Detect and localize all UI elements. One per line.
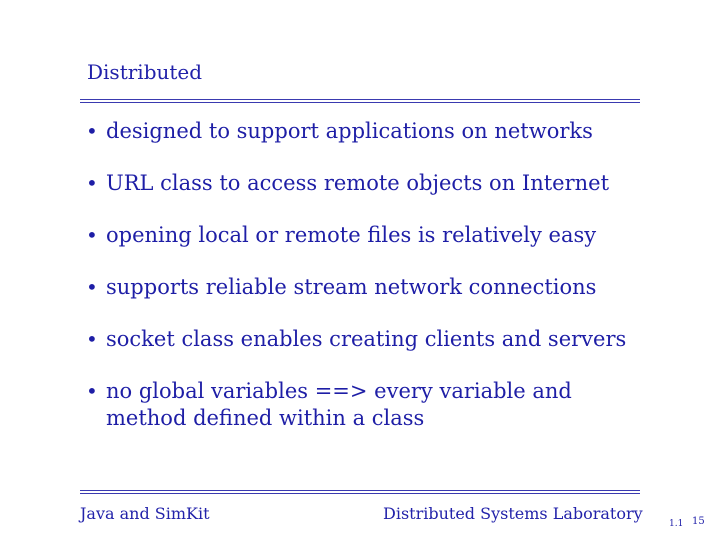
bullet-item: • no global variables ==> every variable… <box>86 378 696 432</box>
bullet-item: • socket class enables creating clients … <box>86 326 696 353</box>
bullet-item: • opening local or remote files is relat… <box>86 222 696 249</box>
bullet-text: socket class enables creating clients an… <box>106 327 627 351</box>
bullet-text: opening local or remote files is relativ… <box>106 223 597 247</box>
bullet-item: • URL class to access remote objects on … <box>86 170 696 197</box>
bullet-text: designed to support applications on netw… <box>106 119 593 143</box>
bullet-item: • supports reliable stream network conne… <box>86 274 696 301</box>
bullet-item: • designed to support applications on ne… <box>86 118 696 145</box>
footer-lab-name: Distributed Systems Laboratory <box>383 504 643 523</box>
bullet-text: URL class to access remote objects on In… <box>106 171 610 195</box>
bullet-dot: • <box>86 171 98 195</box>
footer-page-number: 15 <box>692 516 705 527</box>
footer-course-title: Java and SimKit <box>80 504 210 523</box>
bullet-text: supports reliable stream network connect… <box>106 275 597 299</box>
bullet-text-continuation: method defined within a class <box>106 406 425 430</box>
footer-section-ref: 1.1 <box>669 519 684 529</box>
bullet-text: no global variables ==> every variable a… <box>106 379 572 403</box>
bullet-dot: • <box>86 379 98 403</box>
slide-title: Distributed <box>87 60 203 84</box>
bullet-dot: • <box>86 119 98 143</box>
bullet-list: • designed to support applications on ne… <box>86 118 696 457</box>
title-divider <box>80 99 640 103</box>
footer-divider <box>80 490 640 494</box>
bullet-dot: • <box>86 275 98 299</box>
bullet-dot: • <box>86 327 98 351</box>
bullet-dot: • <box>86 223 98 247</box>
